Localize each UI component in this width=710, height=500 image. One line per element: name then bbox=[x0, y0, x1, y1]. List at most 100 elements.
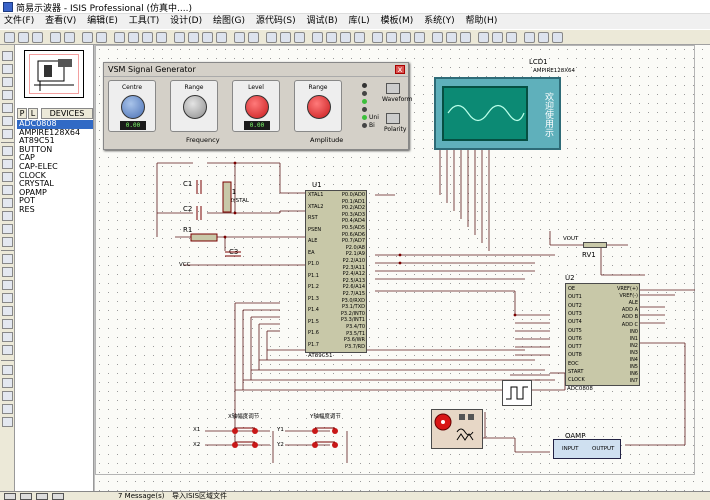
electrical-rule-check-icon[interactable] bbox=[538, 32, 549, 43]
save-file-icon[interactable] bbox=[32, 32, 43, 43]
copy-icon[interactable] bbox=[280, 32, 291, 43]
library-manager-button[interactable]: L bbox=[28, 108, 38, 119]
packaging-icon[interactable] bbox=[400, 32, 411, 43]
new-sheet-icon[interactable] bbox=[478, 32, 489, 43]
selection-mode-icon[interactable] bbox=[2, 51, 13, 61]
rv1-pot[interactable] bbox=[583, 242, 607, 248]
bus-icon[interactable] bbox=[2, 116, 13, 126]
clock-generator-symbol[interactable] bbox=[502, 380, 532, 406]
centre-knob[interactable] bbox=[121, 95, 145, 119]
list-item[interactable]: CAP bbox=[19, 153, 35, 163]
zoom-area-icon[interactable] bbox=[216, 32, 227, 43]
pick-devices-button[interactable]: P bbox=[17, 108, 27, 119]
paste-icon[interactable] bbox=[294, 32, 305, 43]
lcd-module[interactable]: 欢迎使用示 bbox=[434, 77, 561, 150]
redraw-icon[interactable] bbox=[114, 32, 125, 43]
exit-to-parent-icon[interactable] bbox=[506, 32, 517, 43]
u2-chip[interactable] bbox=[565, 283, 640, 386]
zoom-all-icon[interactable] bbox=[202, 32, 213, 43]
wire-label-icon[interactable] bbox=[2, 90, 13, 100]
line-icon[interactable] bbox=[2, 254, 13, 264]
text-script-icon[interactable] bbox=[2, 103, 13, 113]
overview-window[interactable] bbox=[24, 50, 84, 98]
list-item[interactable]: CAP-ELEC bbox=[19, 161, 58, 171]
menu-edit[interactable]: 编辑(E) bbox=[87, 16, 118, 26]
search-tag-icon[interactable] bbox=[446, 32, 457, 43]
terminal-icon[interactable] bbox=[2, 146, 13, 156]
symbol-icon[interactable] bbox=[2, 332, 13, 342]
menu-debug[interactable]: 调试(B) bbox=[306, 16, 338, 26]
rotate-clockwise-icon[interactable] bbox=[2, 365, 13, 375]
remove-sheet-icon[interactable] bbox=[492, 32, 503, 43]
message-count[interactable]: 7 Message(s) bbox=[118, 492, 165, 500]
block-move-icon[interactable] bbox=[326, 32, 337, 43]
text-icon[interactable] bbox=[2, 319, 13, 329]
graph-icon[interactable] bbox=[2, 172, 13, 182]
list-item[interactable]: AT89C51 bbox=[19, 136, 55, 146]
vsm-generator-symbol[interactable] bbox=[431, 409, 483, 449]
open-file-icon[interactable] bbox=[18, 32, 29, 43]
level-knob[interactable] bbox=[245, 95, 269, 119]
block-delete-icon[interactable] bbox=[354, 32, 365, 43]
print-area-icon[interactable] bbox=[96, 32, 107, 43]
bill-of-materials-icon[interactable] bbox=[524, 32, 535, 43]
box-icon[interactable] bbox=[2, 267, 13, 277]
menu-view[interactable]: 查看(V) bbox=[45, 16, 77, 26]
grid-icon[interactable] bbox=[128, 32, 139, 43]
property-assign-icon[interactable] bbox=[460, 32, 471, 43]
list-item[interactable]: AMPIRE128X64 bbox=[19, 127, 81, 137]
netlist-to-ares-icon[interactable] bbox=[552, 32, 563, 43]
zoom-out-icon[interactable] bbox=[188, 32, 199, 43]
menu-help[interactable]: 帮助(H) bbox=[465, 16, 498, 26]
junction-dot-icon[interactable] bbox=[2, 77, 13, 87]
decompose-icon[interactable] bbox=[414, 32, 425, 43]
block-rotate-icon[interactable] bbox=[340, 32, 351, 43]
import-icon[interactable] bbox=[50, 32, 61, 43]
current-probe-icon[interactable] bbox=[2, 224, 13, 234]
pick-device-icon[interactable] bbox=[372, 32, 383, 43]
voltage-probe-icon[interactable] bbox=[2, 211, 13, 221]
vsm-title-bar[interactable]: VSM Signal Generator x bbox=[104, 63, 408, 77]
waveform-button[interactable] bbox=[386, 83, 400, 94]
u1-chip[interactable] bbox=[305, 190, 367, 353]
menu-graph[interactable]: 绘图(G) bbox=[212, 16, 245, 26]
component-mode-icon[interactable] bbox=[2, 64, 13, 74]
rotation-angle-field[interactable] bbox=[2, 391, 13, 401]
wire-autorouter-icon[interactable] bbox=[432, 32, 443, 43]
marker-icon[interactable] bbox=[2, 345, 13, 355]
frequency-range-knob[interactable] bbox=[183, 95, 207, 119]
close-icon[interactable]: x bbox=[395, 65, 405, 74]
polarity-button[interactable] bbox=[386, 113, 400, 124]
cut-icon[interactable] bbox=[266, 32, 277, 43]
undo-icon[interactable] bbox=[234, 32, 245, 43]
mirror-y-icon[interactable] bbox=[2, 417, 13, 427]
play-icon[interactable] bbox=[4, 493, 16, 500]
list-item[interactable]: POT bbox=[19, 196, 36, 206]
arc-icon[interactable] bbox=[2, 293, 13, 303]
stop-icon[interactable] bbox=[52, 493, 64, 500]
menu-design[interactable]: 设计(D) bbox=[170, 16, 203, 26]
pause-icon[interactable] bbox=[36, 493, 48, 500]
step-icon[interactable] bbox=[20, 493, 32, 500]
path-icon[interactable] bbox=[2, 306, 13, 316]
list-item[interactable]: BUTTON bbox=[19, 144, 53, 154]
schematic-canvas[interactable]: VSM Signal Generator x Centre 0.00 Range… bbox=[95, 45, 710, 491]
list-item[interactable]: RES bbox=[19, 204, 35, 214]
device-pin-icon[interactable] bbox=[2, 159, 13, 169]
pan-icon[interactable] bbox=[156, 32, 167, 43]
menu-template[interactable]: 模板(M) bbox=[380, 16, 414, 26]
print-icon[interactable] bbox=[82, 32, 93, 43]
redo-icon[interactable] bbox=[248, 32, 259, 43]
amplitude-range-knob[interactable] bbox=[307, 95, 331, 119]
zoom-in-icon[interactable] bbox=[174, 32, 185, 43]
menu-system[interactable]: 系统(Y) bbox=[424, 16, 455, 26]
make-device-icon[interactable] bbox=[386, 32, 397, 43]
rotate-anticlockwise-icon[interactable] bbox=[2, 378, 13, 388]
subcircuit-icon[interactable] bbox=[2, 129, 13, 139]
virtual-instrument-icon[interactable] bbox=[2, 237, 13, 247]
menu-source[interactable]: 源代码(S) bbox=[255, 16, 296, 26]
menu-tools[interactable]: 工具(T) bbox=[128, 16, 160, 26]
list-item[interactable]: CRYSTAL bbox=[19, 179, 54, 189]
origin-icon[interactable] bbox=[142, 32, 153, 43]
new-file-icon[interactable] bbox=[4, 32, 15, 43]
